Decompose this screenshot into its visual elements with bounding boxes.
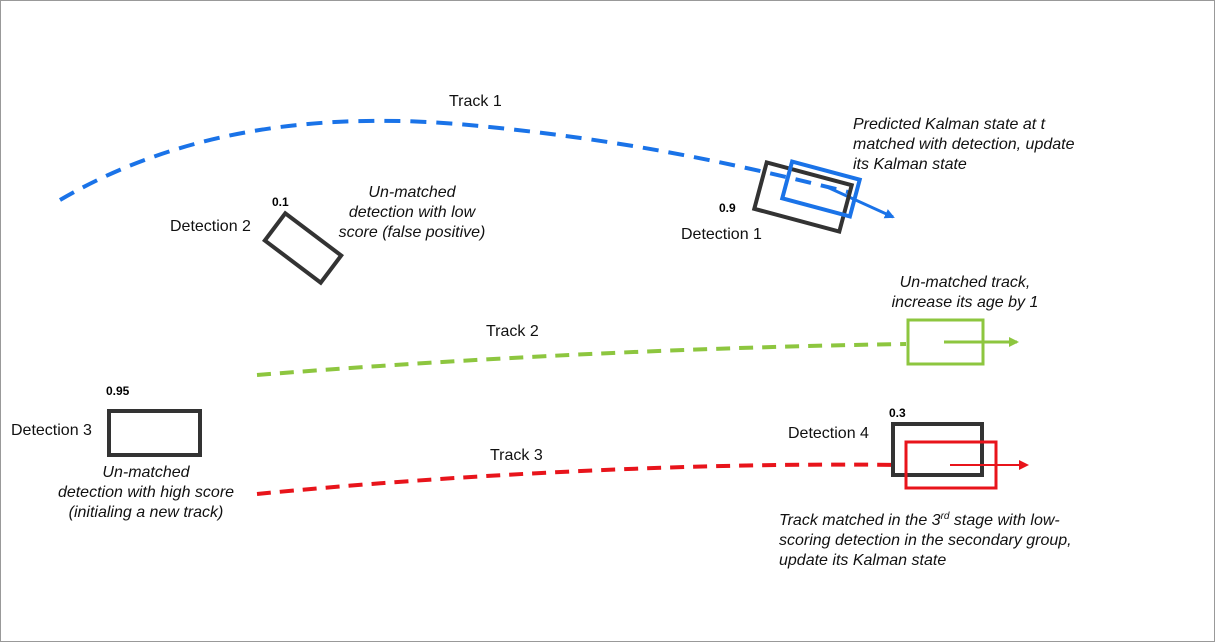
detection-1-box (751, 159, 855, 235)
track-3-note-sup: rd (941, 511, 950, 522)
detection-3-note-line-2: detection with high score (58, 484, 234, 501)
detection-2-note-line-2: detection with low (349, 204, 477, 221)
detection-2-note-line-1: Un-matched (368, 184, 456, 201)
detection-4-box (891, 422, 984, 477)
detection-4-score: 0.3 (889, 406, 906, 420)
detection-2-box (262, 210, 344, 286)
track-3-note-line-2: scoring detection in the secondary group… (779, 532, 1072, 549)
detection-3-note-line-3: (initialing a new track) (69, 504, 224, 521)
detection-3-label: Detection 3 (11, 422, 92, 439)
detection-1-label: Detection 1 (681, 226, 762, 243)
track-1-path (58, 118, 849, 202)
track-2-note-line-2: increase its age by 1 (892, 294, 1039, 311)
track-1-predicted-box (779, 159, 863, 219)
track-3-note-line-1: Track matched in the 3rd stage with low- (779, 511, 1060, 529)
detection-1-score: 0.9 (719, 201, 736, 215)
track-2-label: Track 2 (486, 323, 539, 340)
detection-4-label: Detection 4 (788, 425, 869, 442)
detection-2-score: 0.1 (272, 195, 289, 209)
detection-3-box (107, 409, 202, 457)
track-3-note-pre: Track matched in the 3 (779, 512, 941, 529)
detection-3-note-line-1: Un-matched (102, 464, 190, 481)
track-1-label: Track 1 (449, 93, 502, 110)
detection-2-label: Detection 2 (170, 218, 251, 235)
detection-3-score: 0.95 (106, 384, 130, 398)
track-3-note-post: stage with low- (949, 512, 1059, 529)
track-3-label: Track 3 (490, 447, 543, 464)
track-2-note-line-1: Un-matched track, (900, 274, 1031, 291)
detection-2-note-line-3: score (false positive) (339, 224, 486, 241)
track-2-path (256, 342, 907, 377)
track-1-note-line-3: its Kalman state (853, 156, 967, 173)
track-1-arrow (826, 185, 895, 219)
track-1-note-line-2: matched with detection, update (853, 136, 1075, 153)
track-3-path (256, 462, 901, 496)
track-3-note-line-3: update its Kalman state (779, 552, 946, 569)
track-1-note-line-1: Predicted Kalman state at t (853, 116, 1046, 133)
